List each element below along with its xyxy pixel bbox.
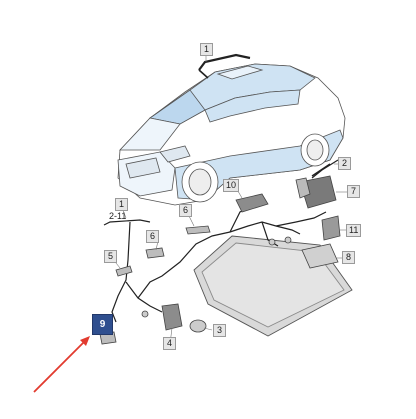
callout-2: 2 xyxy=(338,157,351,170)
component-parts xyxy=(99,163,341,345)
callout-7: 7 xyxy=(347,185,360,198)
callout-6-mid: 6 xyxy=(179,204,192,217)
callout-9-highlighted[interactable]: 9 xyxy=(92,314,113,335)
callout-11: 11 xyxy=(346,224,362,237)
pointer-arrow xyxy=(33,336,90,393)
callout-10: 10 xyxy=(223,179,240,192)
callout-1-top: 1 xyxy=(200,43,213,56)
callout-4: 4 xyxy=(163,337,176,350)
callout-1-left: 1 xyxy=(115,198,128,211)
callout-5: 5 xyxy=(104,250,117,263)
callout-8: 8 xyxy=(342,251,355,264)
callout-3: 3 xyxy=(213,324,226,337)
callout-6-left: 6 xyxy=(146,230,159,243)
range-label-2-11: 2-11 xyxy=(109,211,127,221)
car-illustration xyxy=(117,53,346,206)
